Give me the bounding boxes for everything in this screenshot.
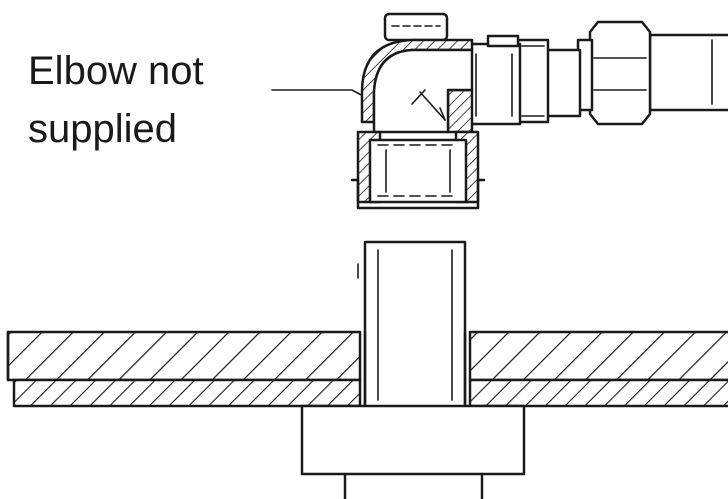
slab-left — [6, 330, 362, 408]
pipe-connector — [468, 34, 582, 126]
elbow-fitting — [360, 38, 474, 134]
elbow-callout: Elbow not supplied — [28, 49, 366, 151]
riser-overlay — [363, 330, 467, 409]
pipe-segment — [648, 33, 728, 112]
compression-nut — [576, 20, 652, 126]
callout-line-2: supplied — [28, 107, 177, 151]
slab-right — [468, 330, 728, 408]
base-block — [300, 404, 526, 476]
riser-tube — [363, 240, 467, 409]
valve-handle — [383, 12, 449, 42]
callout-line-1: Elbow not — [28, 49, 204, 93]
elbow-lower-nut — [350, 130, 486, 210]
horizontal-pipe — [648, 33, 728, 112]
riser-pipe — [357, 240, 467, 409]
valve-cap — [383, 12, 449, 42]
callout-leader-line — [271, 89, 366, 98]
base-fitting — [300, 404, 526, 499]
